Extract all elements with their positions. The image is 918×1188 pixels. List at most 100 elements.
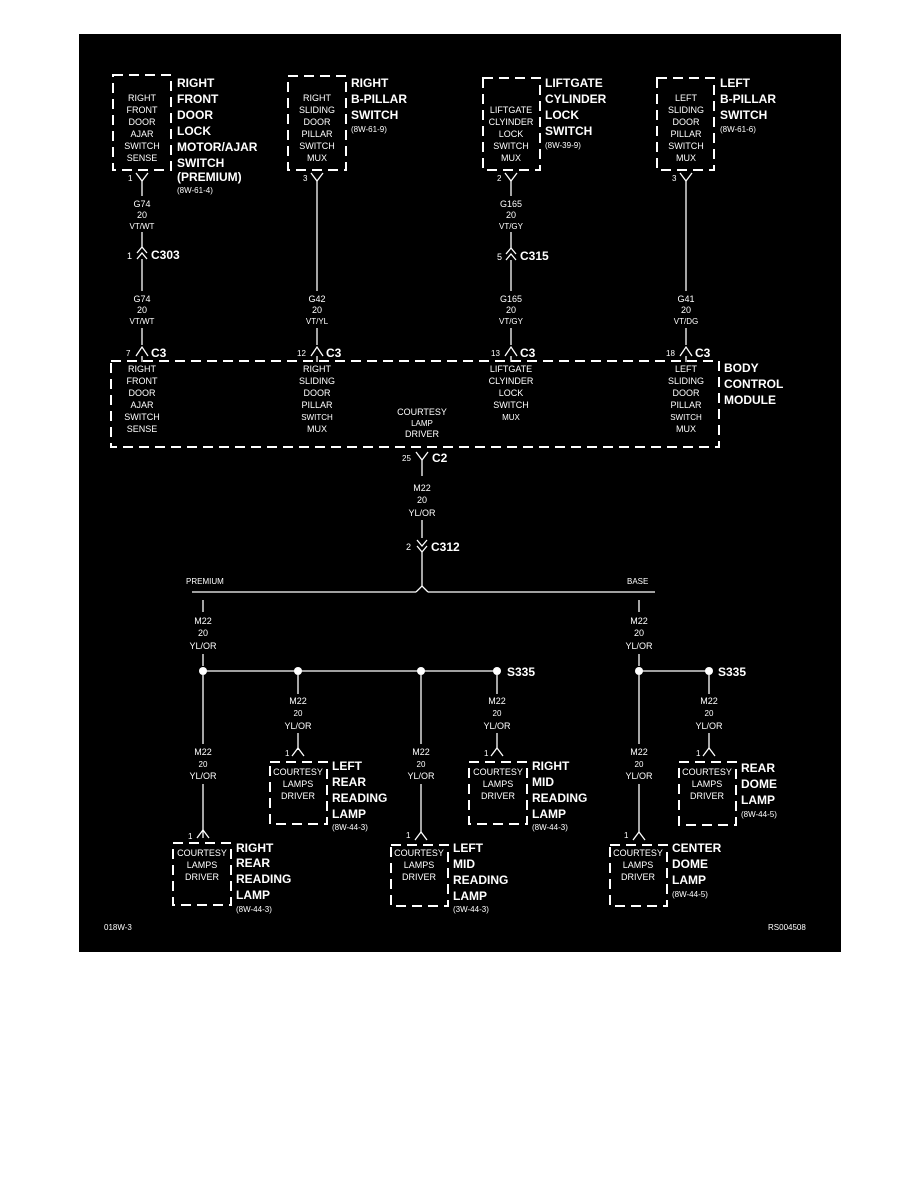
box-label: LAMPS: [187, 860, 218, 870]
lamp-title: LEFT: [332, 759, 363, 773]
box-label: SWITCH: [299, 141, 335, 151]
connector-symbol: [490, 746, 504, 757]
box-label: RIGHT: [128, 93, 157, 103]
lamp-left-rear-reading: 1 COURTESY LAMPS DRIVER LEFT REAR READIN…: [269, 746, 387, 832]
wire-gauge: 20: [635, 760, 644, 769]
component-title: LIFTGATE: [545, 76, 603, 90]
box-label: PILLAR: [670, 129, 702, 139]
wire-color: YL/OR: [189, 771, 217, 781]
lamp-ref: (8W-44-5): [741, 810, 777, 819]
component-title: B-PILLAR: [351, 92, 407, 106]
box-label: DOOR: [673, 117, 701, 127]
bcm-input-label: CLYINDER: [489, 376, 534, 386]
box-label: DRIVER: [481, 791, 516, 801]
box-label: DRIVER: [281, 791, 316, 801]
bcm-input-label: SLIDING: [668, 376, 704, 386]
connector-name: C3: [695, 346, 711, 360]
lamp-title: MID: [532, 775, 554, 789]
lamp-title: LAMP: [672, 873, 706, 887]
connector-pin: 7: [126, 349, 131, 358]
bcm-title: CONTROL: [724, 377, 783, 391]
wire-circuit: M22: [488, 696, 506, 706]
component-title: RIGHT: [351, 76, 389, 90]
wire-gauge: 20: [199, 760, 208, 769]
connector-symbol: [135, 345, 149, 357]
lamp-title: DOME: [741, 777, 777, 791]
bcm-input-label: SWITCH: [670, 413, 702, 422]
figure-id-right: RS004508: [768, 923, 806, 932]
bcm-input-label: RIGHT: [303, 364, 332, 374]
bcm-input-label: MUX: [502, 413, 520, 422]
wire-gauge: 20: [137, 210, 147, 220]
pin-number: 1: [696, 749, 701, 758]
lamp-title: REAR: [332, 775, 366, 789]
pin-number: 3: [672, 174, 677, 183]
option-premium-label: PREMIUM: [186, 577, 224, 586]
wire-color: YL/OR: [625, 771, 653, 781]
component-title: FRONT: [177, 92, 219, 106]
bcm-input-label: SLIDING: [299, 376, 335, 386]
connector-pin: 18: [666, 349, 675, 358]
connector-symbol: [414, 830, 428, 841]
wire-color: YL/OR: [407, 771, 435, 781]
wire-gauge: 20: [705, 709, 714, 718]
component-box: [112, 74, 172, 171]
box-label: DRIVER: [402, 872, 437, 882]
box-label: SWITCH: [124, 141, 160, 151]
lamp-box: [269, 761, 328, 825]
wire-gauge: 20: [634, 628, 644, 638]
bcm-input-label: SWITCH: [124, 412, 160, 422]
pin-number: 3: [303, 174, 308, 183]
wire-circuit: M22: [194, 747, 212, 757]
connector-symbol: [291, 746, 305, 757]
lamp-ref: (3W-44-3): [453, 905, 489, 914]
wire-circuit: M22: [413, 483, 431, 493]
lamp-center-dome: 1 COURTESY LAMPS DRIVER CENTER DOME LAMP…: [609, 830, 722, 907]
component-liftgate-cylinder-lock-switch: LIFTGATE CLYINDER LOCK SWITCH MUX LIFTGA…: [482, 76, 607, 183]
lamp-title: LAMP: [453, 889, 487, 903]
component-title: LEFT: [720, 76, 751, 90]
component-title: CYLINDER: [545, 92, 607, 106]
splice-dot: [705, 667, 713, 675]
lamp-left-mid-reading: 1 COURTESY LAMPS DRIVER LEFT MID READING…: [390, 830, 508, 914]
connector-symbol: [196, 828, 210, 839]
wire-color: YL/OR: [695, 721, 723, 731]
pin-number: 2: [497, 174, 502, 183]
box-label: AJAR: [130, 129, 154, 139]
option-base-label: BASE: [627, 577, 648, 586]
lamp-rear-dome: 1 COURTESY LAMPS DRIVER REAR DOME LAMP (…: [678, 746, 777, 826]
lamp-title: DOME: [672, 857, 708, 871]
wire-circuit: G165: [500, 199, 522, 209]
component-title: B-PILLAR: [720, 92, 776, 106]
connector-symbol: [702, 746, 716, 757]
box-label: FRONT: [127, 105, 158, 115]
box-label: COURTESY: [473, 767, 523, 777]
connector-symbol: [632, 830, 646, 841]
inline-connector-pin: 5: [497, 252, 502, 262]
component-title: RIGHT: [177, 76, 215, 90]
box-label: SWITCH: [493, 141, 529, 151]
pin-number: 1: [406, 831, 411, 840]
wire-circuit: M22: [194, 616, 212, 626]
bcm-input-label: PILLAR: [670, 400, 702, 410]
component-title: SWITCH: [545, 124, 592, 138]
wire-color: YL/OR: [284, 721, 312, 731]
bcm-driver-label: COURTESY: [397, 407, 447, 417]
bcm-input-label: MUX: [307, 424, 327, 434]
splice-name: S335: [718, 665, 746, 679]
component-left-b-pillar-switch: LEFT SLIDING DOOR PILLAR SWITCH MUX LEFT…: [656, 76, 776, 183]
wire-circuit: G165: [500, 294, 522, 304]
component-right-b-pillar-switch: RIGHT SLIDING DOOR PILLAR SWITCH MUX RIG…: [287, 75, 407, 183]
box-label: DOOR: [129, 117, 157, 127]
inline-connector-pin: 1: [127, 251, 132, 261]
box-label: DRIVER: [185, 872, 220, 882]
lamp-title: CENTER: [672, 841, 722, 855]
lamp-box: [468, 761, 528, 825]
diagram-background: [79, 34, 841, 952]
bcm-input-label: AJAR: [130, 400, 154, 410]
box-label: CLYINDER: [489, 117, 534, 127]
box-label: COURTESY: [273, 767, 323, 777]
box-label: MUX: [307, 153, 327, 163]
wire-gauge: 20: [681, 305, 691, 315]
inline-connector-symbol: [136, 245, 148, 260]
